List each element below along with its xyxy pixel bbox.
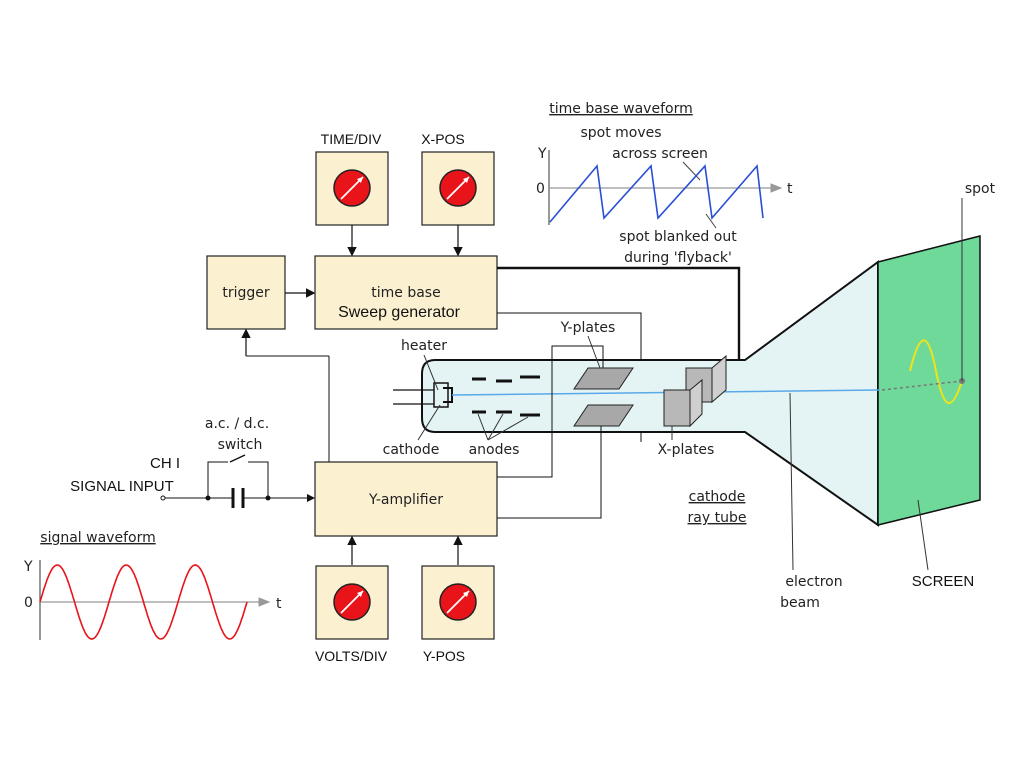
sine-trace	[39, 564, 248, 640]
timebase-note-bottom-1: spot blanked out	[619, 229, 737, 245]
note-pointer	[682, 161, 701, 181]
knob-time-div-label: TIME/DIV	[321, 131, 382, 147]
timebase-note-top-2: across screen	[612, 146, 708, 162]
sawtooth-trace	[549, 164, 764, 223]
y-plates-label: Y-plates	[560, 320, 616, 336]
ac-dc-label-1: a.c. / d.c.	[205, 416, 269, 432]
timebase-y-label: Y	[537, 146, 547, 162]
screen-trace	[909, 339, 963, 404]
time-base-box	[314, 255, 498, 330]
x-plate-front	[663, 389, 691, 427]
timebase-note-top-1: spot moves	[580, 125, 661, 141]
heater-label: heater	[401, 338, 447, 354]
signal-zero-label: 0	[24, 595, 33, 611]
x-plates-label: X-plates	[658, 442, 715, 458]
timebase-waveform-graph: time base waveform spot moves across scr…	[536, 101, 793, 266]
crt-label-1: cathode	[689, 489, 746, 505]
time-base-label: time base	[371, 285, 440, 301]
knob-volts-div[interactable]: VOLTS/DIV	[315, 565, 389, 664]
y-amplifier-box	[314, 461, 498, 537]
timebase-waveform-title: time base waveform	[549, 101, 692, 117]
screen-label: SCREEN	[912, 573, 975, 590]
knob-y-pos-label: Y-POS	[423, 648, 465, 664]
timebase-note-bottom-2: during 'flyback'	[624, 250, 732, 266]
knob-time-div[interactable]: TIME/DIV	[315, 131, 389, 226]
spot-path	[881, 380, 963, 391]
y-plate-wire-1	[497, 345, 604, 478]
knob-x-pos-label: X-POS	[421, 131, 465, 147]
anodes-label: anodes	[469, 442, 520, 458]
input-terminal[interactable]	[160, 495, 166, 501]
signal-input-label: SIGNAL INPUT	[70, 478, 174, 495]
electron-beam-label-2: beam	[780, 595, 820, 611]
y-plate-wire-2	[497, 426, 602, 519]
screen-face	[877, 235, 981, 526]
knob-x-pos[interactable]: X-POS	[421, 131, 495, 226]
ac-dc-label-2: switch	[218, 437, 263, 453]
signal-waveform-graph: signal waveform Y 0 t	[23, 530, 282, 640]
crt-label-2: ray tube	[688, 510, 747, 526]
signal-t-label: t	[276, 596, 282, 612]
y-plate-top	[573, 367, 634, 390]
trigger-label: trigger	[222, 285, 270, 301]
sweep-generator-label: Sweep generator	[338, 304, 461, 321]
ch1-label: CH I	[150, 455, 180, 472]
y-plate-bottom	[573, 404, 634, 427]
spot-label: spot	[965, 181, 996, 197]
timebase-t-label: t	[787, 181, 793, 197]
signal-y-label: Y	[23, 559, 33, 575]
cathode-element	[433, 382, 449, 408]
y-amplifier-label: Y-amplifier	[368, 492, 443, 508]
ac-dc-switch[interactable]	[229, 454, 246, 463]
x-plate-wire-1	[497, 266, 741, 362]
trigger-box	[206, 255, 286, 330]
knob-volts-div-label: VOLTS/DIV	[315, 648, 388, 664]
knob-y-pos[interactable]: Y-POS	[421, 565, 495, 664]
note-pointer-bottom	[705, 213, 717, 229]
electron-beam-label-1: electron	[785, 574, 842, 590]
signal-waveform-title: signal waveform	[40, 530, 155, 546]
timebase-zero-label: 0	[536, 181, 545, 197]
cathode-label: cathode	[383, 442, 440, 458]
